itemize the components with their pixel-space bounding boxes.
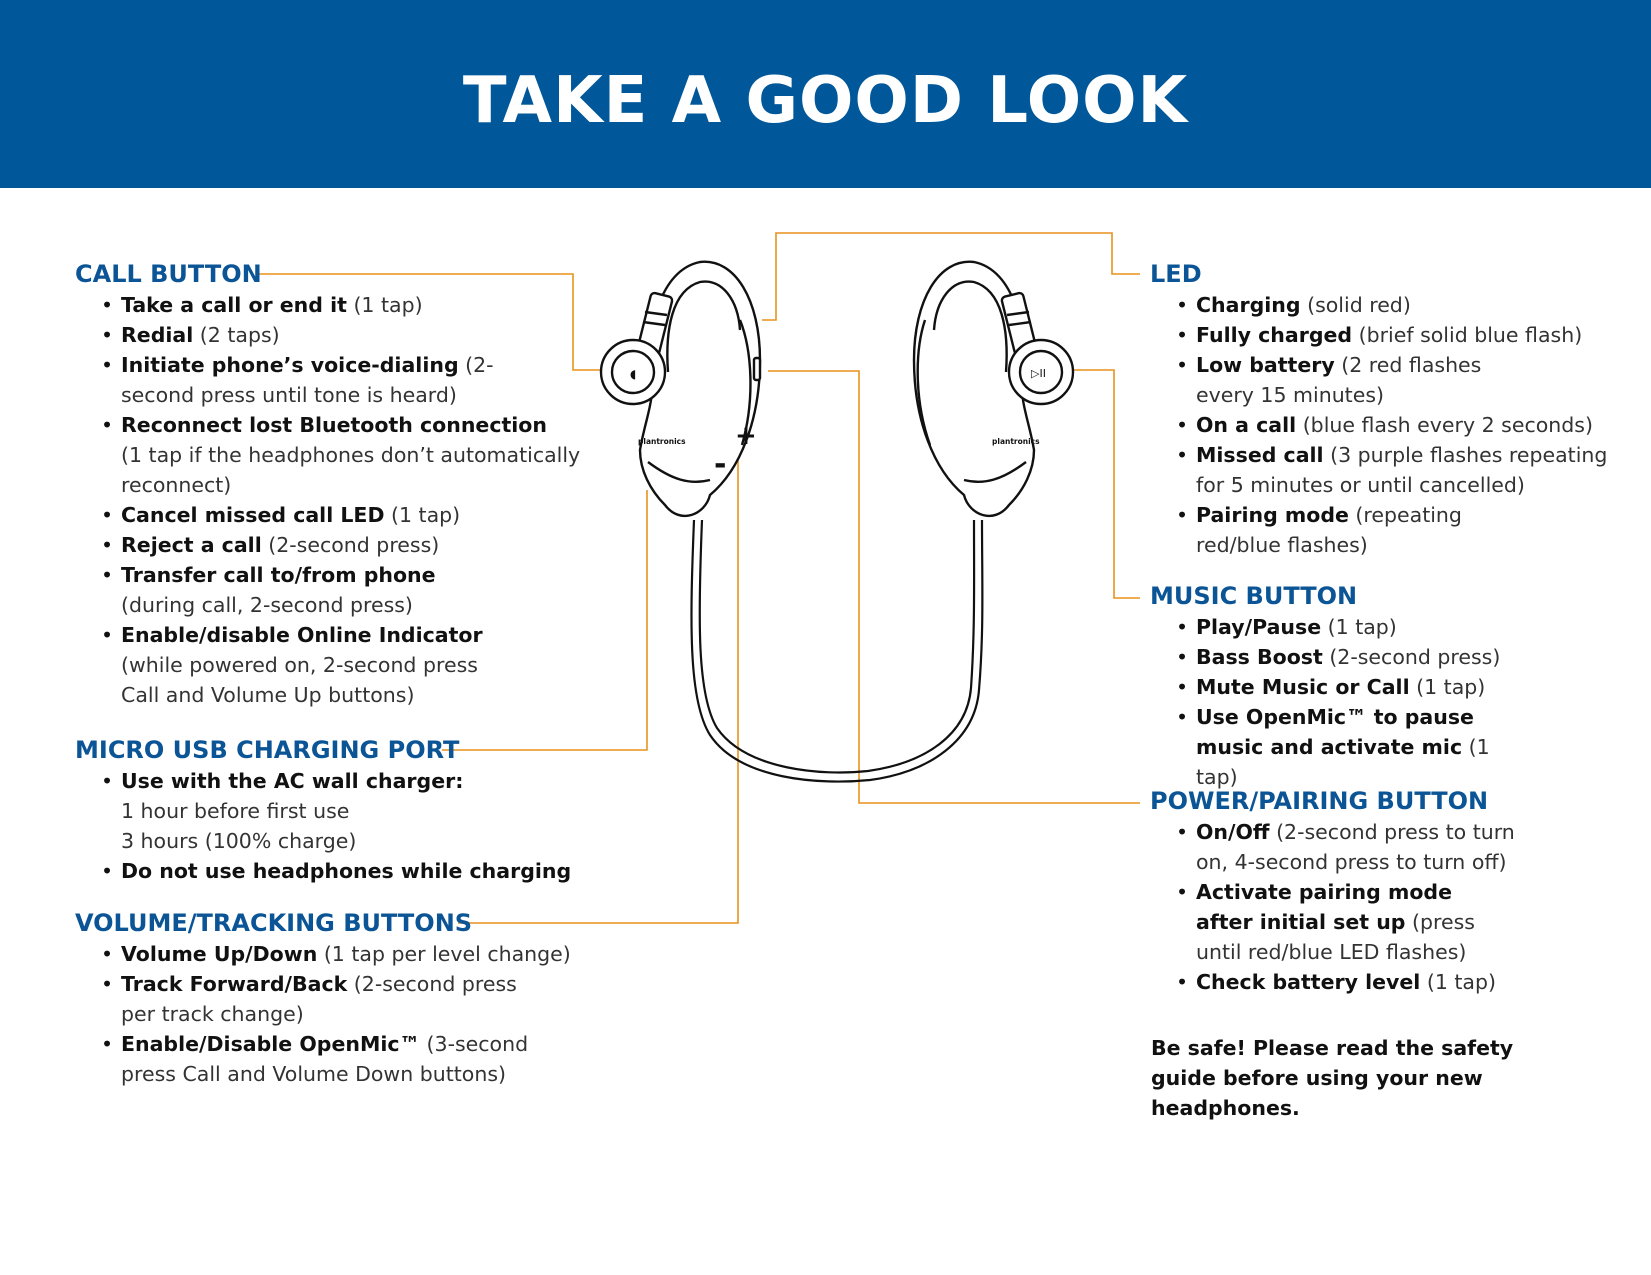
list-item: Mute Music or Call (1 tap): [1172, 672, 1630, 702]
left-brand-label: plantronics: [638, 437, 686, 446]
list-item: Enable/Disable OpenMic™ (3-second press …: [97, 1029, 561, 1089]
list-item: Bass Boost (2-second press): [1172, 642, 1630, 672]
power-button-list: On/Off (2-second press to turn on, 4-sec…: [1150, 817, 1630, 997]
list-item: Play/Pause (1 tap): [1172, 612, 1630, 642]
list-item: Initiate phone’s voice-dialing (2-second…: [97, 350, 521, 410]
header-banner: TAKE A GOOD LOOK: [0, 0, 1651, 188]
music-button-section: MUSIC BUTTON Play/Pause (1 tap) Bass Boo…: [1150, 581, 1630, 792]
leader-volume-buttons: [458, 460, 739, 924]
usb-port-list: Use with the AC wall charger:1 hour befo…: [75, 766, 595, 886]
list-item: Do not use headphones while charging: [97, 856, 595, 886]
right-brand-label: plantronics: [992, 437, 1040, 446]
list-item: Use OpenMic™ to pause music and activate…: [1172, 702, 1536, 792]
led-section: LED Charging (solid red) Fully charged (…: [1150, 259, 1630, 560]
volume-buttons-list: Volume Up/Down (1 tap per level change) …: [75, 939, 595, 1089]
volume-buttons-section: VOLUME/TRACKING BUTTONS Volume Up/Down (…: [75, 908, 595, 1089]
list-item: Fully charged (brief solid blue flash): [1172, 320, 1630, 350]
volume-buttons-heading: VOLUME/TRACKING BUTTONS: [75, 909, 473, 937]
right-earbud: ▷II: [912, 260, 1075, 517]
left-earbud: ◖: [599, 260, 762, 517]
list-item: Missed call (3 purple flashes repeating …: [1172, 440, 1616, 500]
svg-text:▷II: ▷II: [1031, 367, 1046, 380]
list-item: Check battery level (1 tap): [1172, 967, 1630, 997]
music-button-list: Play/Pause (1 tap) Bass Boost (2-second …: [1150, 612, 1630, 792]
usb-port-heading: MICRO USB CHARGING PORT: [75, 736, 460, 764]
call-button-section: CALL BUTTON Take a call or end it (1 tap…: [75, 259, 595, 710]
volume-down-mark: -: [714, 447, 726, 482]
headphone-cable: [690, 519, 984, 783]
list-item: Take a call or end it (1 tap): [97, 290, 595, 320]
svg-text:◖: ◖: [630, 367, 636, 381]
list-item: On a call (blue flash every 2 seconds): [1172, 410, 1630, 440]
power-button-heading: POWER/PAIRING BUTTON: [1150, 787, 1489, 815]
list-item: Track Forward/Back (2-second press per t…: [97, 969, 541, 1029]
safety-note: Be safe! Please read the safety guide be…: [1151, 1036, 1514, 1120]
list-item: Volume Up/Down (1 tap per level change): [97, 939, 595, 969]
list-item: Charging (solid red): [1172, 290, 1630, 320]
call-button-heading: CALL BUTTON: [75, 260, 262, 288]
page-title: TAKE A GOOD LOOK: [462, 64, 1189, 138]
list-item: Cancel missed call LED (1 tap): [97, 500, 595, 530]
list-item: Reconnect lost Bluetooth connection(1 ta…: [97, 410, 595, 500]
leader-usb-port: [442, 490, 648, 751]
list-item: Enable/disable Online Indicator (while p…: [97, 620, 521, 710]
power-button-section: POWER/PAIRING BUTTON On/Off (2-second pr…: [1150, 786, 1630, 997]
list-item: Pairing mode (repeating red/blue flashes…: [1172, 500, 1546, 560]
list-item: On/Off (2-second press to turn on, 4-sec…: [1172, 817, 1531, 877]
music-button-heading: MUSIC BUTTON: [1150, 582, 1358, 610]
led-list: Charging (solid red) Fully charged (brie…: [1150, 290, 1630, 560]
led-heading: LED: [1150, 260, 1202, 288]
leader-power-button: [768, 370, 1140, 804]
volume-up-mark: +: [735, 421, 757, 451]
list-item: Redial (2 taps): [97, 320, 595, 350]
list-item: Transfer call to/from phone(during call,…: [97, 560, 595, 620]
list-item: Reject a call (2-second press): [97, 530, 595, 560]
leader-led: [762, 232, 1140, 321]
list-item: Activate pairing mode after initial set …: [1172, 877, 1496, 967]
list-item: Low battery (2 red flashes every 15 minu…: [1172, 350, 1541, 410]
usb-port-section: MICRO USB CHARGING PORT Use with the AC …: [75, 735, 595, 886]
call-button-list: Take a call or end it (1 tap) Redial (2 …: [75, 290, 595, 710]
list-item: Use with the AC wall charger:1 hour befo…: [97, 766, 595, 856]
